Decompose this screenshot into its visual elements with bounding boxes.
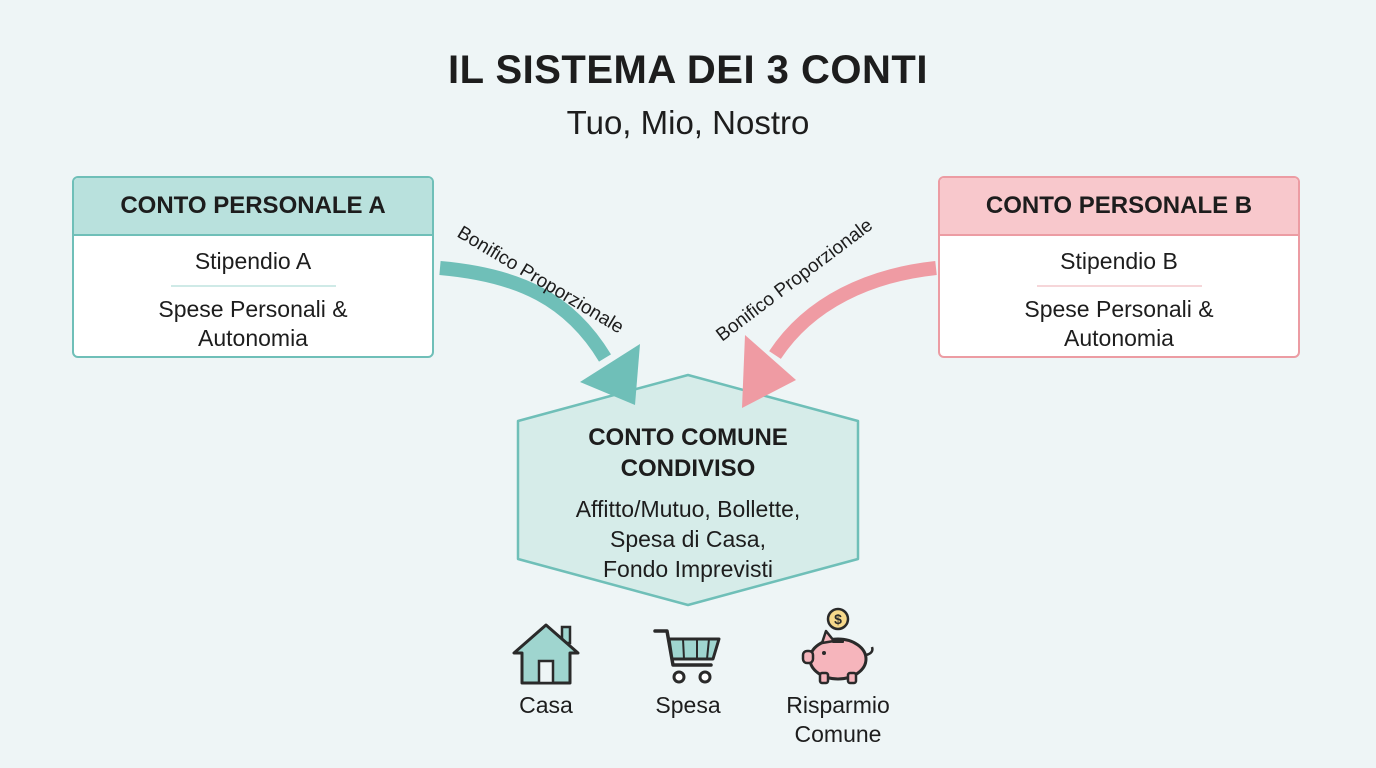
- joint-account-items-line-3: Fondo Imprevisti: [602, 556, 773, 582]
- left-transfer-arrow: [439, 261, 640, 405]
- account-a-box: CONTO PERSONALE A Stipendio A Spese Pers…: [72, 176, 434, 358]
- account-b-divider: [1036, 285, 1202, 287]
- joint-account-title-line-1: CONTO COMUNE: [588, 424, 788, 451]
- joint-account-content: CONTO COMUNE CONDIVISO Affitto/Mutuo, Bo…: [518, 422, 858, 584]
- joint-account-hexagon: [516, 373, 860, 607]
- category-risparmio: $ Risparmio Comune: [758, 605, 918, 749]
- account-b-usage-line-2: Autonomia: [1064, 325, 1174, 351]
- piggy-bank-icon: $: [801, 607, 874, 685]
- account-b-title: CONTO PERSONALE B: [940, 178, 1298, 236]
- account-a-income: Stipendio A: [194, 248, 312, 274]
- account-a-usage-line-2: Autonomia: [198, 325, 308, 351]
- joint-account-items-line-1: Affitto/Mutuo, Bollette,: [575, 496, 801, 522]
- house-icon: [512, 623, 580, 685]
- account-a-divider: [170, 285, 336, 287]
- category-spesa: Spesa: [608, 605, 768, 720]
- category-risparmio-label-line-1: Risparmio: [786, 692, 890, 718]
- svg-text:$: $: [834, 611, 842, 627]
- account-b-box: CONTO PERSONALE B Stipendio B Spese Pers…: [938, 176, 1300, 358]
- diagram-subtitle: Tuo, Mio, Nostro: [566, 104, 810, 141]
- account-a-title: CONTO PERSONALE A: [74, 178, 432, 236]
- account-b-usage-line-1: Spese Personali &: [1024, 296, 1214, 322]
- diagram-title: IL SISTEMA DEI 3 CONTI: [448, 48, 928, 92]
- account-a-usage-line-1: Spese Personali &: [158, 296, 348, 322]
- category-spesa-label: Spesa: [655, 692, 721, 718]
- joint-account-items-line-2: Spesa di Casa,: [610, 526, 766, 552]
- category-risparmio-label-line-2: Comune: [794, 721, 882, 747]
- account-b-income: Stipendio B: [1060, 248, 1178, 274]
- right-transfer-arrow: [742, 261, 937, 408]
- category-casa: Casa: [466, 605, 626, 720]
- cart-icon: [653, 629, 721, 684]
- joint-account-title-line-2: CONDIVISO: [620, 455, 756, 482]
- category-casa-label: Casa: [519, 692, 573, 718]
